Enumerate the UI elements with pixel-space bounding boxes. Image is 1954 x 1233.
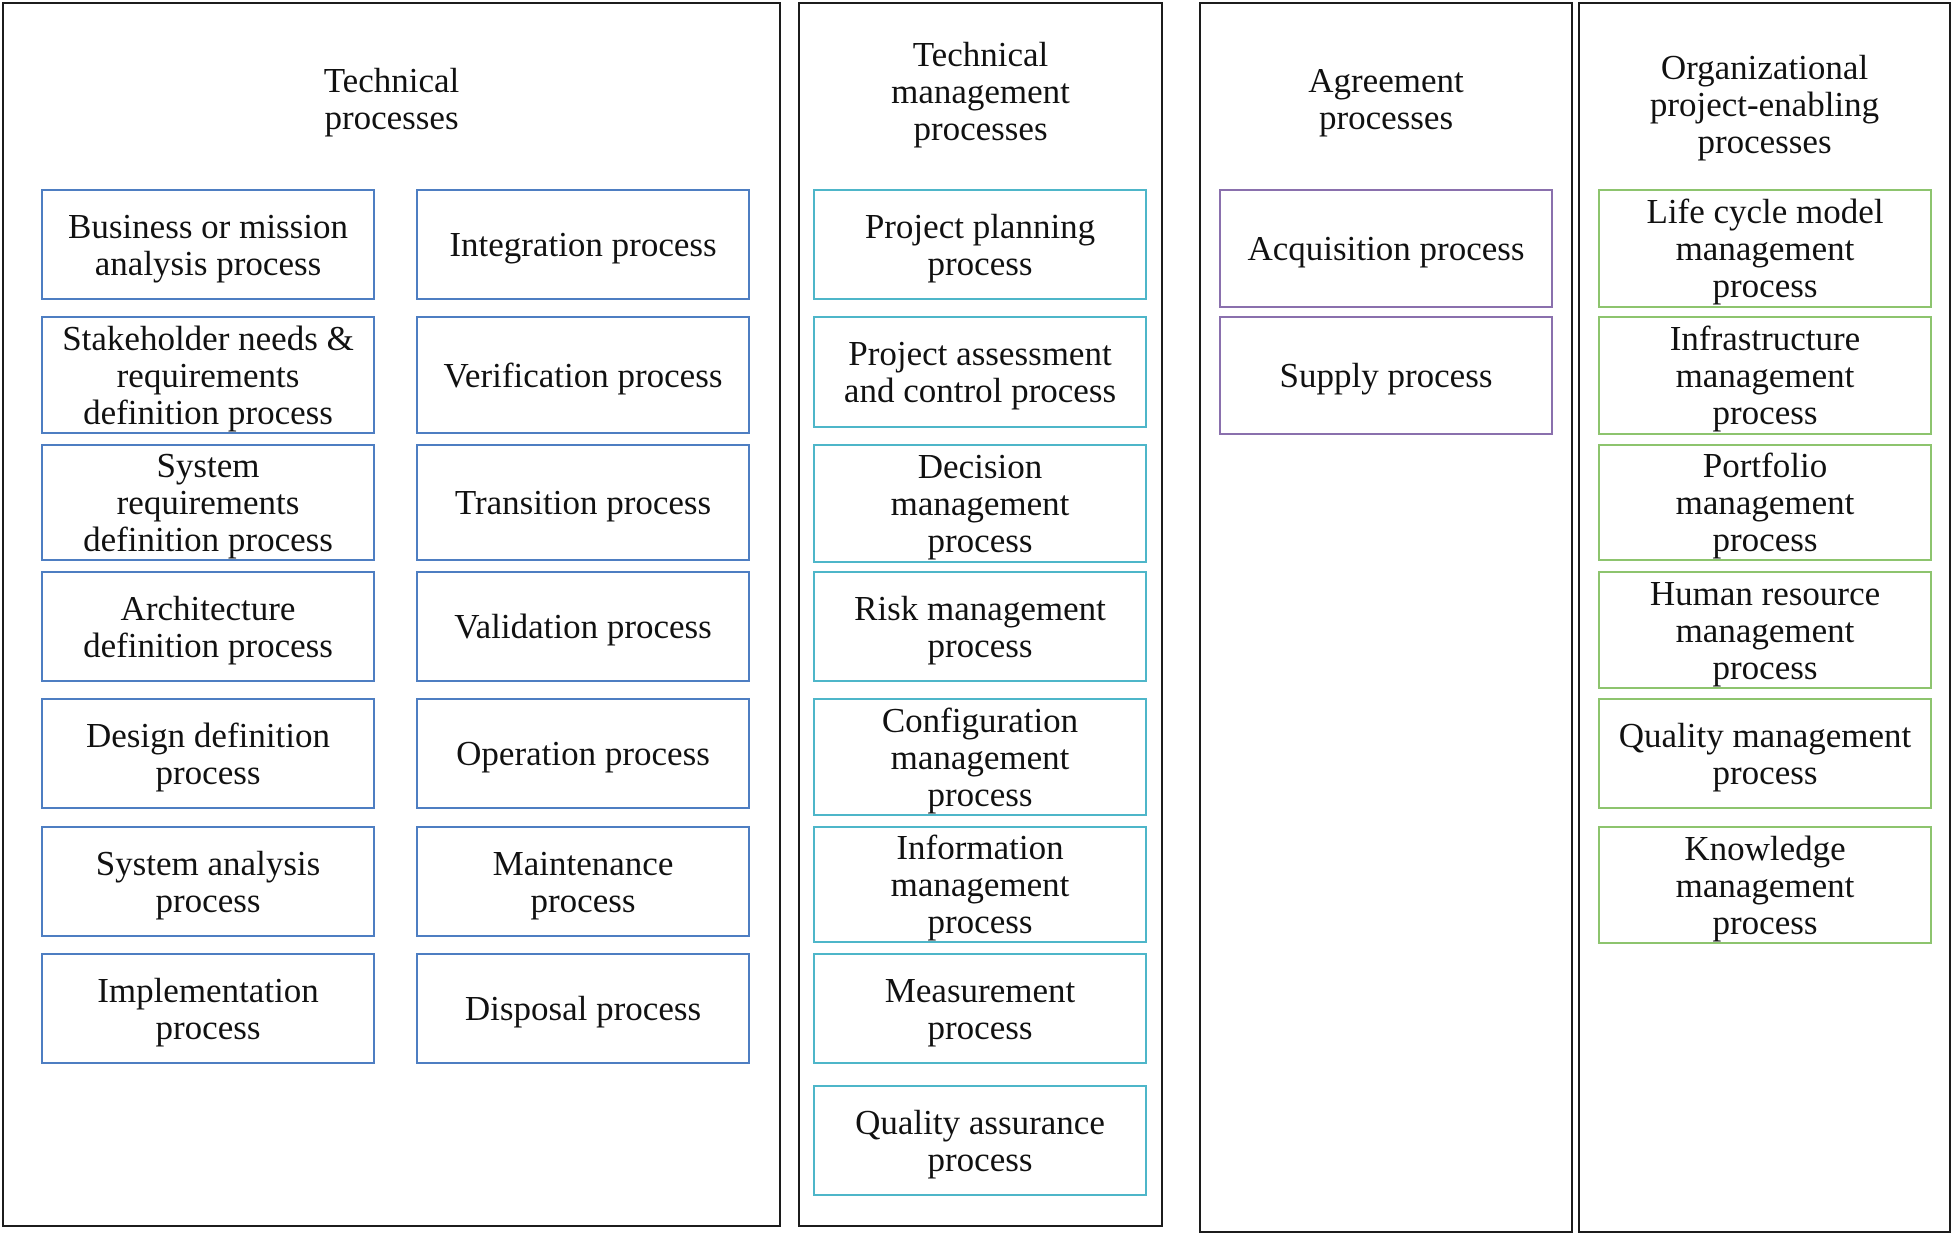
supply-process: Supply process (1219, 316, 1553, 435)
project-planning-process: Project planning process (813, 189, 1147, 300)
implementation-process: Implementation process (41, 953, 375, 1064)
technical-processes-title: Technical processes (323, 61, 460, 137)
project-assessment-control-process: Project assessment and control process (813, 316, 1147, 428)
configuration-management-process: Configuration management process (813, 698, 1147, 816)
infrastructure-management-process: Infrastructure management process (1598, 316, 1932, 435)
portfolio-management-process: Portfolio management process (1598, 444, 1932, 561)
transition-process: Transition process (416, 444, 750, 561)
acquisition-process: Acquisition process (1219, 189, 1553, 308)
quality-management-process: Quality management process (1598, 698, 1932, 809)
system-requirements-definition-process: System requirements definition process (41, 444, 375, 561)
system-analysis-process: System analysis process (41, 826, 375, 937)
risk-management-process: Risk management process (813, 571, 1147, 682)
design-definition-process: Design definition process (41, 698, 375, 809)
business-mission-analysis-process: Business or mission analysis process (41, 189, 375, 300)
organizational-processes-title: Organizational project-enabling processe… (1649, 48, 1880, 161)
disposal-process: Disposal process (416, 953, 750, 1064)
operation-process: Operation process (416, 698, 750, 809)
knowledge-management-process: Knowledge management process (1598, 826, 1932, 944)
life-cycle-model-management-process: Life cycle model management process (1598, 189, 1932, 308)
agreement-processes-title: Agreement processes (1308, 61, 1464, 137)
information-management-process: Information management process (813, 826, 1147, 943)
stakeholder-needs-requirements-process: Stakeholder needs & requirements definit… (41, 316, 375, 434)
decision-management-process: Decision management process (813, 444, 1147, 563)
validation-process: Validation process (416, 571, 750, 682)
quality-assurance-process: Quality assurance process (813, 1085, 1147, 1196)
technical-management-processes-title: Technical management processes (891, 35, 1070, 148)
architecture-definition-process: Architecture definition process (41, 571, 375, 682)
human-resource-management-process: Human resource management process (1598, 571, 1932, 689)
verification-process: Verification process (416, 316, 750, 434)
agreement-processes-panel: Agreement processes (1199, 2, 1573, 1233)
integration-process: Integration process (416, 189, 750, 300)
maintenance-process: Maintenance process (416, 826, 750, 937)
measurement-process: Measurement process (813, 953, 1147, 1064)
